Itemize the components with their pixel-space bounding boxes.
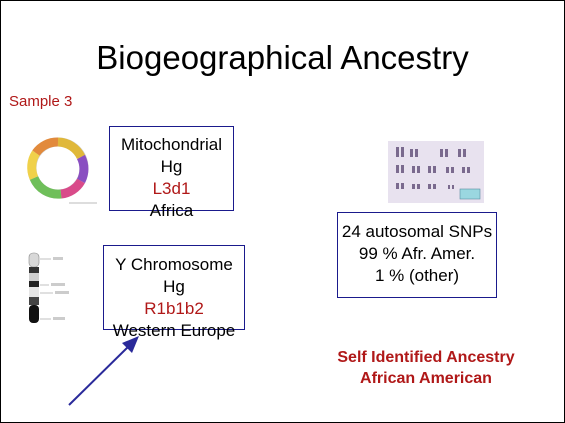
self-identified-ancestry: Self Identified Ancestry African America… xyxy=(291,347,561,389)
pointer-arrow xyxy=(61,331,151,411)
mitochondrial-haplogroup-box: Mitochondrial Hg L3d1 Africa xyxy=(109,126,234,211)
y-chromosome-ideogram-image xyxy=(23,249,83,329)
mito-region: Africa xyxy=(110,200,233,222)
y-chromosome-haplogroup-box: Y Chromosome Hg R1b1b2 Western Europe xyxy=(103,245,245,330)
slide-title: Biogeographical Ancestry xyxy=(1,39,564,77)
autosomal-line-1: 24 autosomal SNPs xyxy=(338,221,496,243)
sample-label: Sample 3 xyxy=(9,93,72,110)
autosomal-snps-box: 24 autosomal SNPs 99 % Afr. Amer. 1 % (o… xyxy=(337,212,497,298)
autosomal-line-3: 1 % (other) xyxy=(338,265,496,287)
mitochondrial-dna-ring-image xyxy=(21,131,101,211)
ychrom-haplogroup: R1b1b2 xyxy=(104,298,244,320)
autosomal-line-2: 99 % Afr. Amer. xyxy=(338,243,496,265)
ychrom-heading: Y Chromosome Hg xyxy=(104,254,244,298)
karyotype-image xyxy=(388,141,484,203)
self-identified-line-2: African American xyxy=(291,368,561,389)
mito-haplogroup: L3d1 xyxy=(110,178,233,200)
self-identified-line-1: Self Identified Ancestry xyxy=(291,347,561,368)
mito-heading: Mitochondrial Hg xyxy=(110,134,233,178)
